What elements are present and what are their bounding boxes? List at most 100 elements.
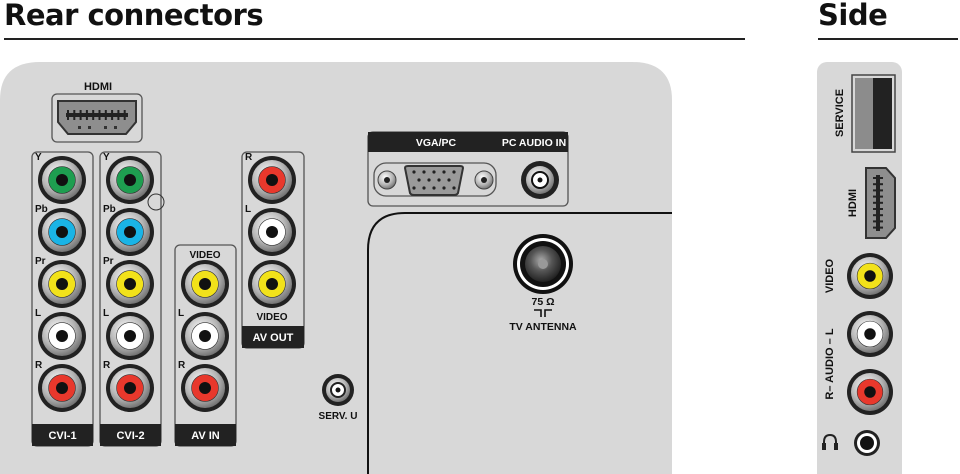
antenna-symbol-icon — [534, 309, 552, 317]
cvi1-jack-l[interactable] — [38, 312, 86, 360]
av-out-bar — [242, 326, 304, 348]
cvi2-jack-label: Pb — [103, 204, 116, 215]
hdmi-dot — [88, 126, 91, 129]
cvi1-jack-pr[interactable] — [38, 260, 86, 308]
tv-antenna-port[interactable] — [513, 234, 573, 294]
jack-pin — [124, 278, 136, 290]
vga-label: VGA/PC — [416, 137, 457, 149]
hdmi-dot — [114, 126, 117, 129]
cvi2-jack-label: Pr — [103, 256, 114, 267]
vga-pin — [452, 186, 456, 190]
av-out-jack-r[interactable] — [248, 156, 296, 204]
service-port[interactable] — [873, 78, 892, 149]
cvi2-jack-l[interactable] — [106, 312, 154, 360]
av-out-label: AV OUT — [253, 332, 294, 344]
cvi2-jack-pr[interactable] — [106, 260, 154, 308]
jack-pin — [56, 226, 68, 238]
cvi1-jack-pb[interactable] — [38, 208, 86, 256]
headphone-jack[interactable] — [854, 430, 880, 456]
jack-pin — [124, 174, 136, 186]
hdmi-pin — [104, 110, 107, 120]
side-jack-red[interactable] — [847, 369, 893, 415]
av_in-jack-l[interactable] — [181, 312, 229, 360]
vga-pin — [452, 170, 456, 174]
hdmi-pin — [98, 110, 101, 120]
cvi1-bar — [32, 424, 93, 446]
serv-u-port[interactable] — [322, 374, 354, 406]
jack-pin — [199, 382, 211, 394]
antenna-impedance-label: 75 Ω — [531, 296, 554, 308]
jack-pin — [199, 330, 211, 342]
vga-screw-hole — [384, 177, 390, 183]
headphone-icon — [823, 433, 837, 449]
hdmi-pin — [79, 110, 82, 120]
cvi2-jack-y[interactable] — [106, 156, 154, 204]
jack-pin — [124, 226, 136, 238]
cvi2-jack-label: L — [103, 308, 109, 319]
av-out-jack-label: L — [245, 204, 251, 215]
jack-pin — [864, 270, 876, 282]
av_in-bar — [175, 424, 236, 446]
rear-connectors-heading: Rear connectors — [4, 0, 264, 32]
av_in-label: AV IN — [191, 430, 220, 442]
hdmi-pin — [117, 110, 120, 120]
av-out-jack-video[interactable] — [248, 260, 296, 308]
vga-pin — [432, 170, 436, 174]
vga-screw-hole — [481, 177, 487, 183]
av-out-jack-l[interactable] — [248, 208, 296, 256]
av_in-jack-r[interactable] — [181, 364, 229, 412]
pc-audio-jack[interactable] — [521, 161, 559, 199]
side-heading-rule — [818, 38, 958, 40]
vga-pin — [437, 178, 441, 182]
jack-pin — [56, 278, 68, 290]
jack-pin — [266, 174, 278, 186]
antenna-label: TV ANTENNA — [509, 321, 577, 333]
av_in-jack-label: R — [178, 360, 186, 371]
headphone-icon-left — [822, 443, 826, 450]
panel-divider-line — [367, 212, 672, 474]
cvi1-jack-r[interactable] — [38, 364, 86, 412]
vga-pin — [422, 186, 426, 190]
pc-audio-pin — [537, 177, 543, 183]
vga-pin — [442, 170, 446, 174]
service-frame — [851, 74, 896, 153]
hdmi-port[interactable] — [57, 100, 137, 135]
side-jack-yellow[interactable] — [847, 253, 893, 299]
vga-pin — [417, 178, 421, 182]
side-hdmi-pin — [873, 189, 883, 192]
hdmi-pin — [123, 110, 126, 120]
side-jack-white[interactable] — [847, 311, 893, 357]
jack-pin — [266, 278, 278, 290]
av_in-jack-label: L — [178, 308, 184, 319]
side-hdmi-pin — [873, 226, 883, 229]
jack-pin — [124, 330, 136, 342]
hdmi-pin — [67, 110, 69, 120]
side-hdmi-pin — [873, 195, 883, 198]
jack-pin — [124, 382, 136, 394]
hdmi-frame — [51, 93, 143, 143]
hdmi-dot — [78, 126, 81, 129]
cvi2-bar — [100, 424, 161, 446]
vga-pin — [422, 170, 426, 174]
jack-pin — [56, 174, 68, 186]
hdmi-label: HDMI — [84, 81, 112, 93]
cvi2-jack-pb[interactable] — [106, 208, 154, 256]
jack-pin — [266, 226, 278, 238]
side-hdmi-pin — [873, 208, 883, 210]
hdmi-dot — [104, 126, 107, 129]
cvi1-jack-label: R — [35, 360, 43, 371]
serv-u-pin — [335, 387, 341, 393]
vga-port[interactable] — [403, 165, 465, 196]
cvi1-jack-y[interactable] — [38, 156, 86, 204]
hdmi-pin — [111, 110, 114, 120]
cvi2-jack-r[interactable] — [106, 364, 154, 412]
cvi2-jack-label: R — [103, 360, 111, 371]
av_in-jack-video[interactable] — [181, 260, 229, 308]
av-out-jack-label: R — [245, 152, 253, 163]
rear-panel — [0, 62, 672, 474]
side-hdmi-label: HDMI — [847, 189, 859, 217]
jack-pin — [864, 328, 876, 340]
antenna-pin — [538, 259, 548, 269]
vga-header-bar — [368, 132, 568, 152]
